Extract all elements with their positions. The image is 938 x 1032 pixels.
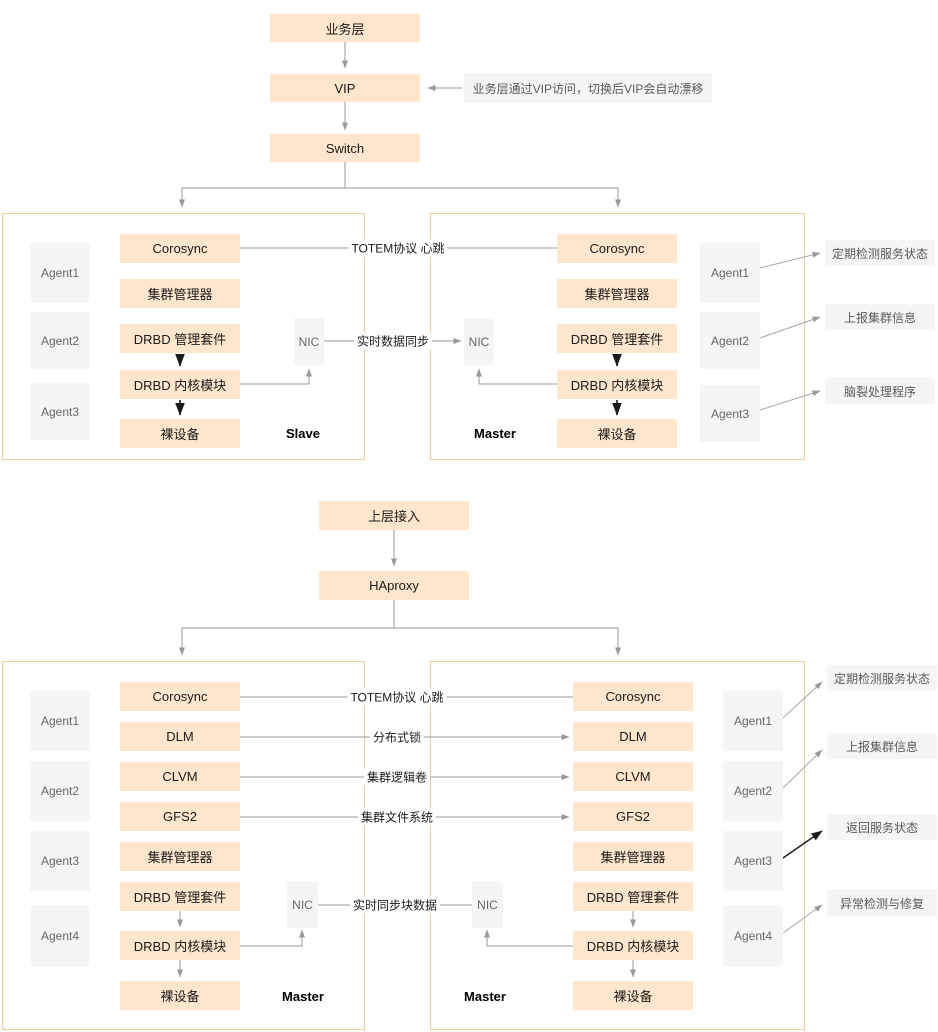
- bottom-left-agent1-box: Agent1: [30, 691, 90, 751]
- switch-box: Switch: [270, 134, 420, 162]
- bottom-right-agent3-box: Agent3: [723, 831, 783, 891]
- top-left-node-title: Slave: [286, 426, 320, 441]
- top-right-drbd-mgmt-box: DRBD 管理套件: [557, 324, 677, 353]
- bottom-right-drbd-kernel-box: DRBD 内核模块: [573, 931, 693, 960]
- bottom-right-corosync-box: Corosync: [573, 682, 693, 711]
- top-annotation-split-brain: 脑裂处理程序: [825, 378, 935, 404]
- vip-note: 业务层通过VIP访问，切换后VIP会自动漂移: [464, 73, 712, 103]
- bottom-left-master-node-container: [2, 661, 365, 1030]
- top-annotation-cluster-report: 上报集群信息: [825, 304, 935, 330]
- bottom-right-agent2-box: Agent2: [723, 761, 783, 821]
- bottom-dlm-link-label: 分布式锁: [369, 728, 425, 746]
- bottom-annotation-cluster-report: 上报集群信息: [827, 733, 937, 759]
- bottom-clvm-link-label: 集群逻辑卷: [363, 768, 431, 786]
- bottom-right-dlm-box: DLM: [573, 722, 693, 751]
- bottom-right-raw-device-box: 裸设备: [573, 981, 693, 1010]
- top-right-agent1-box: Agent1: [700, 243, 760, 302]
- top-right-agent3-box: Agent3: [700, 385, 760, 442]
- bottom-left-agent3-box: Agent3: [30, 831, 90, 891]
- bottom-left-drbd-mgmt-box: DRBD 管理套件: [120, 882, 240, 911]
- top-right-node-title: Master: [474, 426, 516, 441]
- top-right-raw-device-box: 裸设备: [557, 419, 677, 448]
- top-left-cluster-manager-box: 集群管理器: [120, 279, 240, 308]
- bottom-right-node-wires: [484, 911, 636, 978]
- top-right-cluster-manager-box: 集群管理器: [557, 279, 677, 308]
- bottom-left-agent4-box: Agent4: [30, 906, 90, 966]
- bottom-left-agent2-box: Agent2: [30, 761, 90, 821]
- business-layer-box: 业务层: [270, 14, 420, 42]
- top-left-raw-device-box: 裸设备: [120, 419, 240, 448]
- haproxy-box: HAproxy: [319, 571, 469, 600]
- top-left-drbd-kernel-box: DRBD 内核模块: [120, 370, 240, 399]
- top-right-drbd-kernel-box: DRBD 内核模块: [557, 370, 677, 399]
- bottom-left-node-title: Master: [282, 989, 324, 1004]
- top-internode-links: [240, 247, 557, 344]
- top-left-corosync-box: Corosync: [120, 234, 240, 263]
- bottom-agent-annotation-arrows: [782, 681, 823, 934]
- bottom-annotation-anomaly-repair: 异常检测与修复: [827, 890, 937, 916]
- top-heartbeat-link-label: TOTEM协议 心跳: [348, 239, 448, 257]
- bottom-flow-connectors: [179, 530, 621, 656]
- top-annotation-service-check: 定期检测服务状态: [825, 240, 935, 266]
- upper-access-box: 上层接入: [319, 501, 469, 530]
- bottom-right-cluster-manager-box: 集群管理器: [573, 842, 693, 871]
- bottom-left-cluster-manager-box: 集群管理器: [120, 842, 240, 871]
- bottom-right-drbd-mgmt-box: DRBD 管理套件: [573, 882, 693, 911]
- top-left-node-wires: [175, 354, 312, 416]
- bottom-right-nic-box: NIC: [472, 882, 503, 928]
- top-agent-annotation-arrows: [759, 251, 821, 411]
- bottom-right-agent1-box: Agent1: [723, 691, 783, 751]
- bottom-right-node-title: Master: [464, 989, 506, 1004]
- bottom-annotation-return-status: 返回服务状态: [827, 814, 937, 840]
- bottom-annotation-service-check: 定期检测服务状态: [827, 665, 937, 691]
- bottom-right-gfs2-box: GFS2: [573, 802, 693, 831]
- top-sync-link-label: 实时数据同步: [353, 332, 433, 350]
- bottom-left-clvm-box: CLVM: [120, 762, 240, 791]
- top-left-drbd-mgmt-box: DRBD 管理套件: [120, 324, 240, 353]
- top-right-node-wires: [476, 354, 622, 416]
- top-right-corosync-box: Corosync: [557, 234, 677, 263]
- vip-box: VIP: [270, 74, 420, 102]
- top-left-agent1-box: Agent1: [30, 243, 90, 302]
- bottom-right-agent4-box: Agent4: [723, 906, 783, 966]
- top-left-agent2-box: Agent2: [30, 312, 90, 369]
- top-left-nic-box: NIC: [294, 318, 324, 365]
- bottom-left-drbd-kernel-box: DRBD 内核模块: [120, 931, 240, 960]
- top-flow-connectors: [179, 42, 621, 208]
- top-left-agent3-box: Agent3: [30, 383, 90, 440]
- top-right-nic-box: NIC: [464, 318, 494, 365]
- bottom-left-corosync-box: Corosync: [120, 682, 240, 711]
- bottom-sync-link-label: 实时同步块数据: [349, 896, 441, 914]
- bottom-gfs2-link-label: 集群文件系统: [357, 808, 437, 826]
- bottom-left-dlm-box: DLM: [120, 722, 240, 751]
- bottom-right-master-node-container: [430, 661, 805, 1030]
- bottom-left-node-wires: [177, 911, 305, 978]
- bottom-left-gfs2-box: GFS2: [120, 802, 240, 831]
- top-right-agent2-box: Agent2: [700, 312, 760, 369]
- bottom-heartbeat-link-label: TOTEM协议 心跳: [347, 688, 447, 706]
- bottom-right-clvm-box: CLVM: [573, 762, 693, 791]
- bottom-left-nic-box: NIC: [287, 882, 318, 928]
- bottom-left-raw-device-box: 裸设备: [120, 981, 240, 1010]
